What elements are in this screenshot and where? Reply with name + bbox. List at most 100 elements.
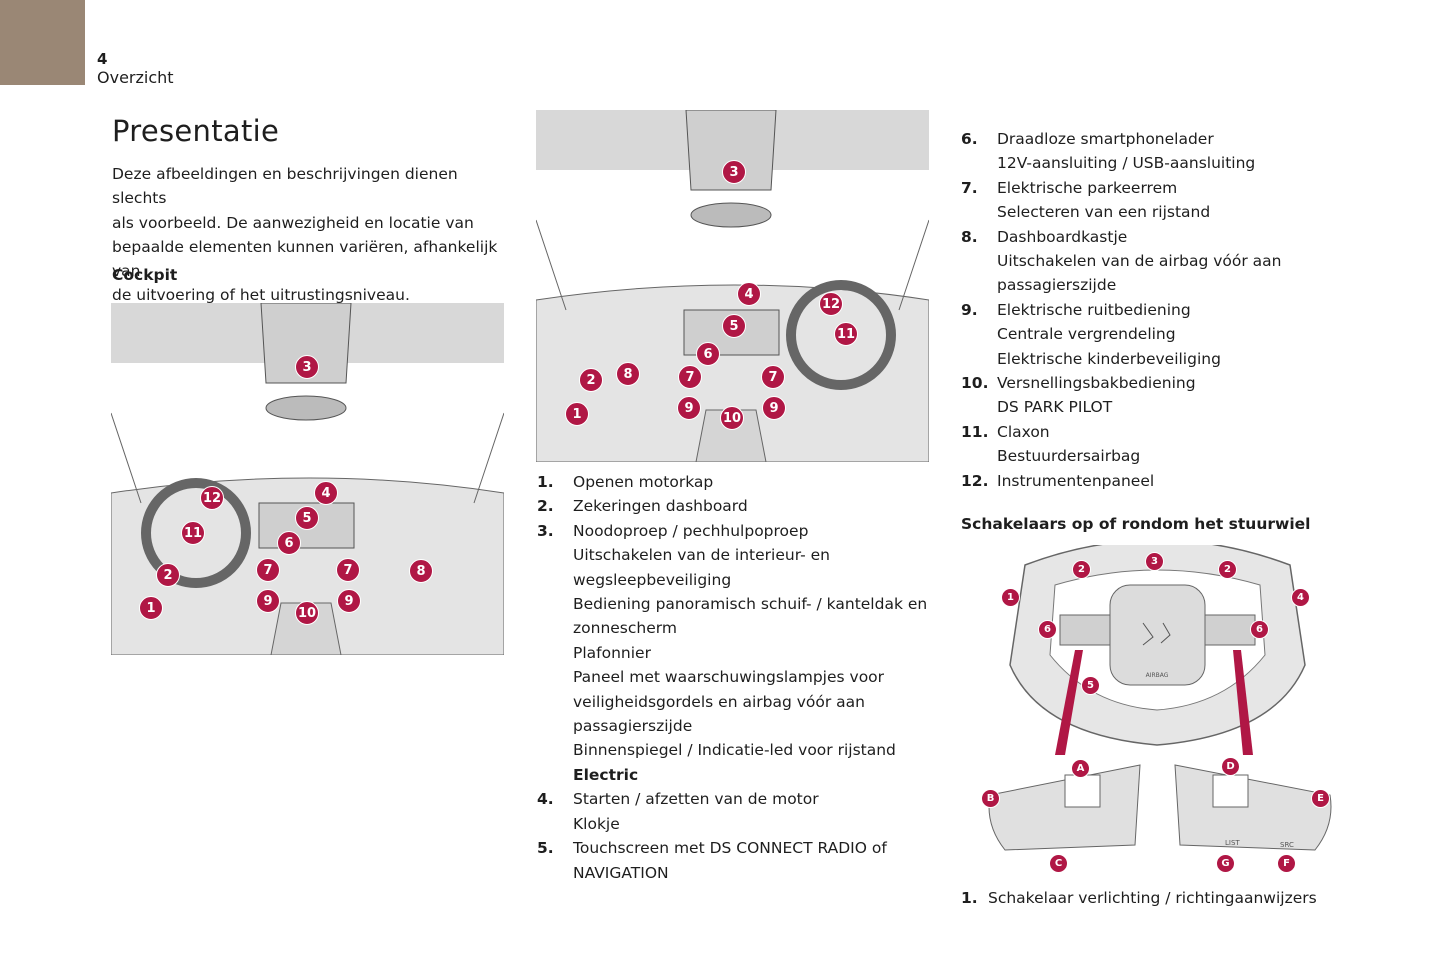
callout-9: 9	[762, 396, 786, 420]
list-item: 10. Versnellingsbakbediening DS PARK PIL…	[961, 371, 1281, 420]
steering-wheel-illustration: AIRBAG LIST SRC	[988, 545, 1332, 851]
legend-list-6-12: 6. Draadloze smartphonelader 12V-aanslui…	[961, 127, 1281, 493]
item-number: 10.	[961, 374, 989, 393]
legend-list-1-5: 1. Openen motorkap 2. Zekeringen dashboa…	[537, 470, 927, 885]
callout-2: 2	[1072, 560, 1091, 579]
section-title: Overzicht	[97, 68, 174, 87]
callout-3: 3	[722, 160, 746, 184]
item-text: Plafonnier	[573, 643, 651, 662]
item-text: zonnescherm	[573, 619, 677, 638]
list-item: 1. Schakelaar verlichting / richtingaanw…	[961, 886, 1317, 910]
item-number: 12.	[961, 471, 989, 490]
list-item: 9. Elektrische ruitbediening Centrale ve…	[961, 298, 1281, 371]
intro-line: Deze afbeeldingen en beschrijvingen dien…	[112, 165, 458, 208]
item-text: Centrale vergrendeling	[997, 325, 1176, 344]
cockpit-figure-rhd: 3 4 5 6 12 11 2 8 7 7 9 9 10 1	[536, 110, 929, 462]
callout-6: 6	[696, 342, 720, 366]
callout-1: 1	[1001, 588, 1020, 607]
item-text: veiligheidsgordels en airbag vóór aan	[573, 692, 865, 711]
callout-d: D	[1221, 757, 1240, 776]
callout-e: E	[1311, 789, 1330, 808]
item-text: Versnellingsbakbediening	[997, 374, 1196, 393]
item-text: NAVIGATION	[573, 863, 669, 882]
callout-7: 7	[256, 558, 280, 582]
svg-text:AIRBAG: AIRBAG	[1146, 672, 1169, 679]
svg-text:LIST: LIST	[1225, 839, 1240, 847]
callout-5: 5	[295, 506, 319, 530]
callout-11: 11	[834, 322, 858, 346]
callout-9: 9	[256, 589, 280, 613]
cockpit-heading: Cockpit	[112, 266, 178, 284]
list-item: 2. Zekeringen dashboard	[537, 494, 927, 518]
list-item: 4. Starten / afzetten van de motor Klokj…	[537, 787, 927, 836]
item-number: 4.	[537, 790, 554, 809]
intro-paragraph: Deze afbeeldingen en beschrijvingen dien…	[112, 162, 512, 308]
page-number: 4	[97, 50, 108, 68]
list-item: 8. Dashboardkastje Uitschakelen van de a…	[961, 225, 1281, 298]
list-item: 3. Noodoproep / pechhulpoproep Uitschake…	[537, 519, 927, 787]
intro-line: de uitvoering of het uitrustingsniveau.	[112, 286, 410, 305]
item-text: DS PARK PILOT	[997, 398, 1113, 417]
callout-c: C	[1049, 854, 1068, 873]
callout-9: 9	[677, 396, 701, 420]
item-text: Elektrische parkeerrem	[997, 178, 1178, 197]
item-text: Touchscreen met DS CONNECT RADIO of	[573, 839, 887, 858]
list-item: 7. Elektrische parkeerrem Selecteren van…	[961, 176, 1281, 225]
callout-10: 10	[720, 406, 744, 430]
page-title: Presentatie	[112, 114, 280, 148]
callout-g: G	[1216, 854, 1235, 873]
callout-7: 7	[761, 365, 785, 389]
item-text: Bestuurdersairbag	[997, 447, 1141, 466]
steering-wheel-figure: AIRBAG LIST SRC 1 2 2 3 4 5 6 6 A B C D …	[975, 545, 1340, 875]
callout-8: 8	[409, 559, 433, 583]
callout-2: 2	[156, 563, 180, 587]
item-text: Draadloze smartphonelader	[997, 130, 1214, 148]
callout-2: 2	[1218, 560, 1237, 579]
callout-6: 6	[1250, 620, 1269, 639]
item-text: 12V-aansluiting / USB-aansluiting	[997, 154, 1256, 173]
callout-2: 2	[579, 368, 603, 392]
callout-3: 3	[1145, 552, 1164, 571]
section-color-tab	[0, 0, 85, 85]
item-text: Schakelaar verlichting / richtingaanwijz…	[988, 889, 1317, 907]
intro-line: bepaalde elementen kunnen variëren, afha…	[112, 237, 498, 281]
item-text: wegsleepbeveiliging	[573, 570, 732, 589]
svg-text:SRC: SRC	[1280, 841, 1294, 849]
callout-f: F	[1277, 854, 1296, 873]
item-number: 1.	[961, 889, 978, 907]
item-text: Dashboardkastje	[997, 227, 1128, 246]
callout-12: 12	[819, 292, 843, 316]
steering-legend-list: 1. Schakelaar verlichting / richtingaanw…	[961, 886, 1317, 910]
callout-12: 12	[200, 486, 224, 510]
item-text: Selecteren van een rijstand	[997, 203, 1211, 222]
item-number: 8.	[961, 227, 978, 246]
item-number: 2.	[537, 497, 554, 516]
item-text: Uitschakelen van de airbag vóór aan	[997, 252, 1282, 271]
item-number: 7.	[961, 178, 978, 197]
list-item: 6. Draadloze smartphonelader 12V-aanslui…	[961, 127, 1281, 176]
item-number: 5.	[537, 839, 554, 858]
callout-7: 7	[336, 558, 360, 582]
item-text: Paneel met waarschuwingslampjes voor	[573, 668, 885, 687]
item-text: Binnenspiegel / Indicatie-led voor rijst…	[573, 741, 896, 760]
callout-7: 7	[678, 365, 702, 389]
callout-4: 4	[314, 481, 338, 505]
cockpit-illustration	[111, 303, 504, 655]
item-text: Klokje	[573, 814, 620, 833]
item-text: Instrumentenpaneel	[997, 471, 1155, 490]
item-text: Claxon	[997, 422, 1050, 441]
callout-11: 11	[181, 521, 205, 545]
item-number: 1.	[537, 473, 554, 491]
callout-9: 9	[337, 589, 361, 613]
list-item: 1. Openen motorkap	[537, 470, 927, 494]
callout-b: B	[981, 789, 1000, 808]
steering-heading: Schakelaars op of rondom het stuurwiel	[961, 515, 1311, 533]
item-text: Elektrische ruitbediening	[997, 300, 1191, 319]
callout-10: 10	[295, 601, 319, 625]
item-number: 6.	[961, 130, 978, 148]
item-text: Elektrische kinderbeveiliging	[997, 349, 1221, 368]
callout-1: 1	[139, 596, 163, 620]
item-text: Noodoproep / pechhulpoproep	[573, 521, 809, 540]
item-text: Zekeringen dashboard	[573, 497, 748, 516]
callout-8: 8	[616, 362, 640, 386]
